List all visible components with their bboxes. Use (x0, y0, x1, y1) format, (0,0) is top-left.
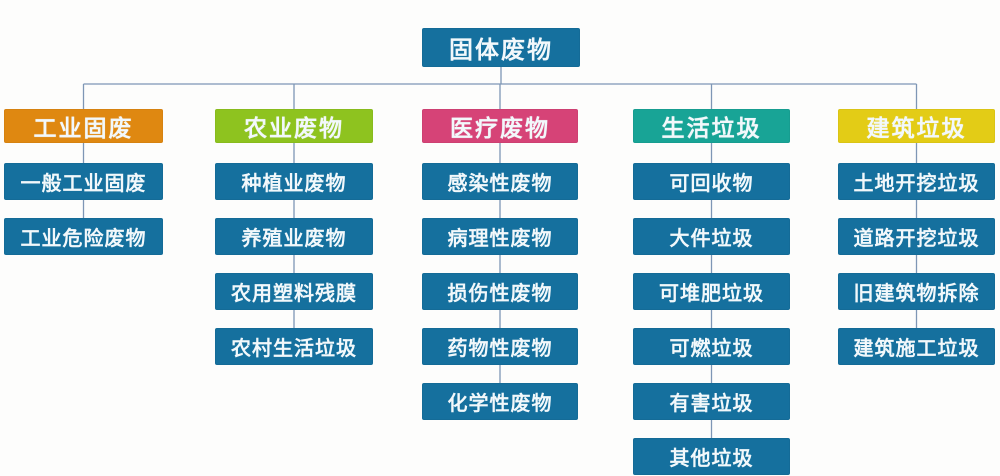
item-node: 病理性废物 (422, 218, 578, 255)
category-header-5: 建筑垃圾 (838, 109, 995, 143)
item-node: 有害垃圾 (633, 383, 790, 420)
root-node-solid-waste: 固体废物 (422, 28, 580, 67)
item-node: 化学性废物 (422, 383, 578, 420)
item-node: 感染性废物 (422, 163, 578, 200)
item-node: 损伤性废物 (422, 273, 578, 310)
item-node: 其他垃圾 (633, 438, 790, 475)
item-node: 药物性废物 (422, 328, 578, 365)
item-node: 可堆肥垃圾 (633, 273, 790, 310)
item-node: 养殖业废物 (215, 218, 373, 255)
category-header-1: 工业固废 (4, 109, 163, 143)
item-node: 可燃垃圾 (633, 328, 790, 365)
item-node: 种植业废物 (215, 163, 373, 200)
category-header-3: 医疗废物 (422, 109, 578, 143)
item-node: 土地开挖垃圾 (838, 163, 995, 200)
item-node: 农用塑料残膜 (215, 273, 373, 310)
item-node: 大件垃圾 (633, 218, 790, 255)
item-node: 旧建筑物拆除 (838, 273, 995, 310)
category-header-2: 农业废物 (215, 109, 373, 143)
item-node: 农村生活垃圾 (215, 328, 373, 365)
item-node: 道路开挖垃圾 (838, 218, 995, 255)
item-node: 工业危险废物 (4, 218, 163, 255)
item-node: 一般工业固废 (4, 163, 163, 200)
item-node: 可回收物 (633, 163, 790, 200)
category-header-4: 生活垃圾 (633, 109, 790, 143)
item-node: 建筑施工垃圾 (838, 328, 995, 365)
